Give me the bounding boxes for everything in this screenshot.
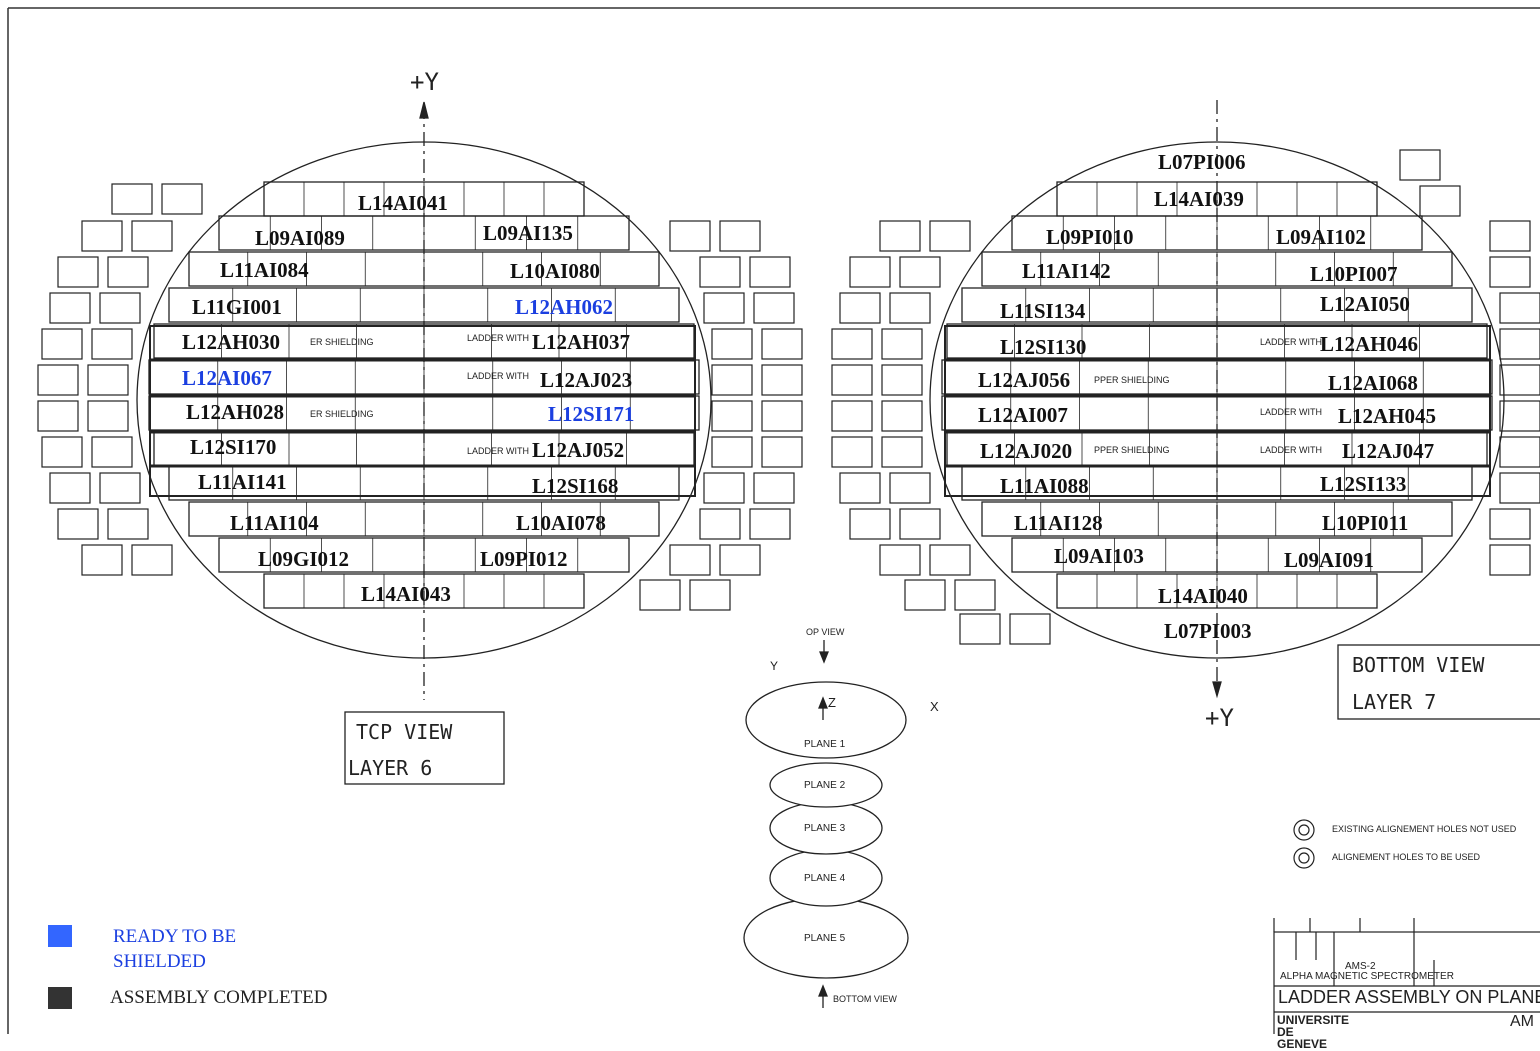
bottom-view-drawing bbox=[929, 100, 1540, 720]
note-bottom-ladder-1: LADDER WITH bbox=[1260, 337, 1323, 347]
bottom-ladder-l14ai039: L14AI039 bbox=[1154, 187, 1244, 211]
top-ladder-l12ah030: L12AH030 bbox=[182, 330, 281, 354]
bottom-ladder-l09ai103: L09AI103 bbox=[1054, 544, 1144, 568]
top-ladder-l12ah062: L12AH062 bbox=[515, 295, 614, 319]
bottom-ladder-l12si130: L12SI130 bbox=[1000, 335, 1087, 359]
note-bottom-shielding-1: PPER SHIELDING bbox=[1094, 375, 1170, 385]
legend-label-ready: READY TO BE SHIELDED bbox=[113, 926, 237, 972]
bottom-ladder-l12aj020: L12AJ020 bbox=[980, 439, 1073, 463]
top-ladder-l14ai043: L14AI043 bbox=[361, 582, 451, 606]
stack-axis-x: X bbox=[930, 699, 939, 714]
top-ladder-l12ah028: L12AH028 bbox=[186, 400, 285, 424]
top-ladder-l12ai067: L12AI067 bbox=[182, 366, 272, 390]
bottom-ladder-l09pi010: L09PI010 bbox=[1046, 225, 1134, 249]
bottom-ladder-l12ai068: L12AI068 bbox=[1328, 371, 1418, 395]
note-shielding-2: ER SHIELDING bbox=[310, 409, 374, 419]
title-block-institution: UNIVERSITE DE GENEVE bbox=[1277, 1013, 1350, 1051]
top-ladder-l12si170: L12SI170 bbox=[190, 435, 277, 459]
note-ladder-2: LADDER WITH bbox=[467, 371, 530, 381]
note-bottom-ladder-3: LADDER WITH bbox=[1260, 445, 1323, 455]
bottom-ladder-l11ai128: L11AI128 bbox=[1014, 511, 1103, 535]
plane-3-label: PLANE 3 bbox=[804, 823, 846, 834]
plane-5-label: PLANE 5 bbox=[804, 933, 846, 944]
title-block-project: AMS-2 bbox=[1345, 961, 1376, 972]
bottom-ladder-l12ai007: L12AI007 bbox=[978, 403, 1068, 427]
note-ladder-3: LADDER WITH bbox=[467, 446, 530, 456]
bottom-ladder-l12ai050: L12AI050 bbox=[1320, 292, 1410, 316]
top-ladder-l09ai089: L09AI089 bbox=[255, 226, 345, 250]
hole-symbols bbox=[1293, 819, 1315, 869]
title-block-instrument: ALPHA MAGNETIC SPECTROMETER bbox=[1280, 971, 1454, 982]
legend-swatch-completed bbox=[48, 987, 72, 1009]
bottom-ladder-l11si134: L11SI134 bbox=[1000, 299, 1086, 323]
bottom-ladder-l12aj056: L12AJ056 bbox=[978, 368, 1071, 392]
stack-top-label: OP VIEW bbox=[806, 627, 845, 637]
top-ladder-l14ai041: L14AI041 bbox=[358, 191, 448, 215]
bottom-ladder-l11ai088: L11AI088 bbox=[1000, 474, 1089, 498]
bottom-ladder-l12si133: L12SI133 bbox=[1320, 472, 1407, 496]
plane-4-label: PLANE 4 bbox=[804, 873, 846, 884]
top-ladder-l11ai084: L11AI084 bbox=[220, 258, 309, 282]
hole-legend-existing: EXISTING ALIGNEMENT HOLES NOT USED bbox=[1332, 824, 1517, 834]
bottom-ladder-l07pi003: L07PI003 bbox=[1164, 619, 1252, 643]
bottom-ladder-l14ai040: L14AI040 bbox=[1158, 584, 1248, 608]
plane-stack-drawing bbox=[743, 640, 909, 1008]
bottom-ladder-l10pi011: L10PI011 bbox=[1322, 511, 1409, 535]
top-ladder-l11gi001: L11GI001 bbox=[192, 295, 282, 319]
note-bottom-ladder-2: LADDER WITH bbox=[1260, 407, 1323, 417]
top-view-layer: LAYER 6 bbox=[348, 756, 433, 780]
top-ladder-l12si168: L12SI168 bbox=[532, 474, 619, 498]
legend-swatch-ready bbox=[48, 925, 72, 947]
hole-legend-to-use: ALIGNEMENT HOLES TO BE USED bbox=[1332, 852, 1481, 862]
top-ladder-l09ai135: L09AI135 bbox=[483, 221, 573, 245]
title-block-frame bbox=[1273, 918, 1540, 1034]
plane-1-label: PLANE 1 bbox=[804, 739, 846, 750]
stack-bottom-label: BOTTOM VIEW bbox=[833, 994, 897, 1004]
bottom-ladder-l10pi007: L10PI007 bbox=[1310, 262, 1398, 286]
top-view-axis-y: +Y bbox=[410, 68, 439, 96]
bottom-view-axis-y: +Y bbox=[1205, 704, 1234, 732]
title-block-code: AM bbox=[1510, 1013, 1534, 1030]
bottom-ladder-l09ai102: L09AI102 bbox=[1276, 225, 1366, 249]
top-ladder-l10ai078: L10AI078 bbox=[516, 511, 606, 535]
bottom-ladder-l11ai142: L11AI142 bbox=[1022, 259, 1111, 283]
title-block-title: LADDER ASSEMBLY ON PLANE bbox=[1278, 987, 1540, 1007]
bottom-ladder-l12aj047: L12AJ047 bbox=[1342, 439, 1435, 463]
fixture-blocks bbox=[37, 149, 1540, 645]
bottom-ladder-l07pi006: L07PI006 bbox=[1158, 150, 1246, 174]
bottom-view-title: BOTTOM VIEW bbox=[1352, 653, 1485, 677]
note-bottom-shielding-2: PPER SHIELDING bbox=[1094, 445, 1170, 455]
top-ladder-l12aj023: L12AJ023 bbox=[540, 368, 633, 392]
top-view-drawing bbox=[136, 101, 712, 785]
legend-label-completed: ASSEMBLY COMPLETED bbox=[110, 987, 328, 1008]
bottom-ladder-l09ai091: L09AI091 bbox=[1284, 548, 1374, 572]
top-ladder-l11ai104: L11AI104 bbox=[230, 511, 319, 535]
bottom-ladder-l12ah045: L12AH045 bbox=[1338, 404, 1437, 428]
top-ladder-l10ai080: L10AI080 bbox=[510, 259, 600, 283]
bottom-view-layer: LAYER 7 bbox=[1352, 690, 1437, 714]
top-ladder-l11ai141: L11AI141 bbox=[198, 470, 287, 494]
bottom-ladder-l12ah046: L12AH046 bbox=[1320, 332, 1419, 356]
stack-axis-z: Z bbox=[828, 695, 836, 710]
top-ladder-l12si171: L12SI171 bbox=[548, 402, 635, 426]
top-ladder-l09gi012: L09GI012 bbox=[258, 547, 350, 571]
top-ladder-l12aj052: L12AJ052 bbox=[532, 438, 625, 462]
plane-2-label: PLANE 2 bbox=[804, 780, 846, 791]
note-ladder-1: LADDER WITH bbox=[467, 333, 530, 343]
note-shielding-1: ER SHIELDING bbox=[310, 337, 374, 347]
top-ladder-l09pi012: L09PI012 bbox=[480, 547, 568, 571]
stack-axis-y: Y bbox=[770, 659, 779, 673]
top-view-title: TCP VIEW bbox=[356, 720, 453, 744]
top-ladder-l12ah037: L12AH037 bbox=[532, 330, 631, 354]
